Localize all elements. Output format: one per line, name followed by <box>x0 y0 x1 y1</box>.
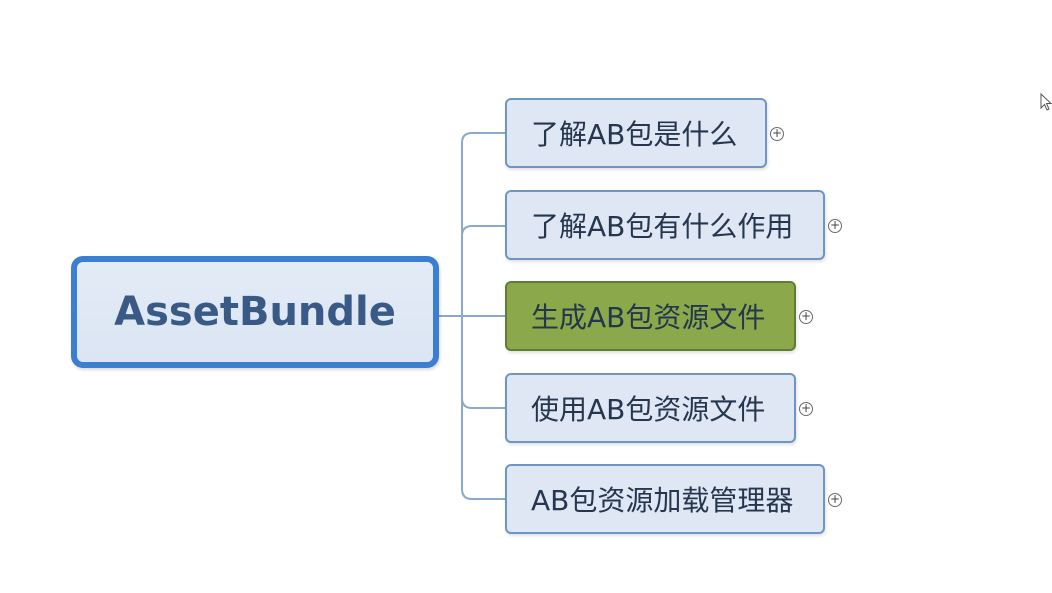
plus-circle-icon[interactable]: + <box>799 401 813 416</box>
mouse-pointer-icon <box>1040 93 1052 111</box>
plus-circle-icon[interactable]: + <box>770 126 784 141</box>
topic-generate-ab[interactable]: 生成AB包资源文件 <box>505 281 796 351</box>
branch-connector-4 <box>461 397 506 409</box>
root-topic[interactable]: AssetBundle <box>71 256 439 368</box>
plus-circle-icon[interactable]: + <box>828 492 842 507</box>
plus-circle-icon[interactable]: + <box>799 309 813 324</box>
plus-circle-icon[interactable]: + <box>828 218 842 233</box>
topic-ab-purpose[interactable]: 了解AB包有什么作用 <box>505 190 825 260</box>
branch-connector-2 <box>461 225 506 237</box>
topic-ab-load-manager[interactable]: AB包资源加载管理器 <box>505 464 825 534</box>
topic-what-is-ab[interactable]: 了解AB包是什么 <box>505 98 767 168</box>
topic-use-ab[interactable]: 使用AB包资源文件 <box>505 373 796 443</box>
